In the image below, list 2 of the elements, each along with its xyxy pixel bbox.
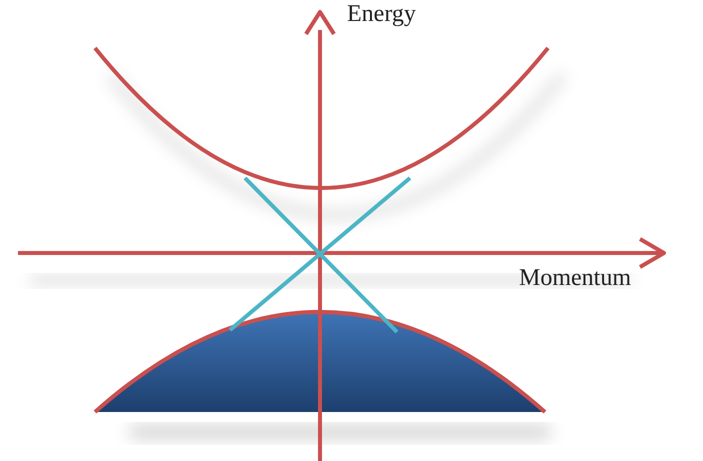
axis-label: Energy	[347, 2, 416, 26]
axis-label: Momentum	[519, 266, 631, 290]
